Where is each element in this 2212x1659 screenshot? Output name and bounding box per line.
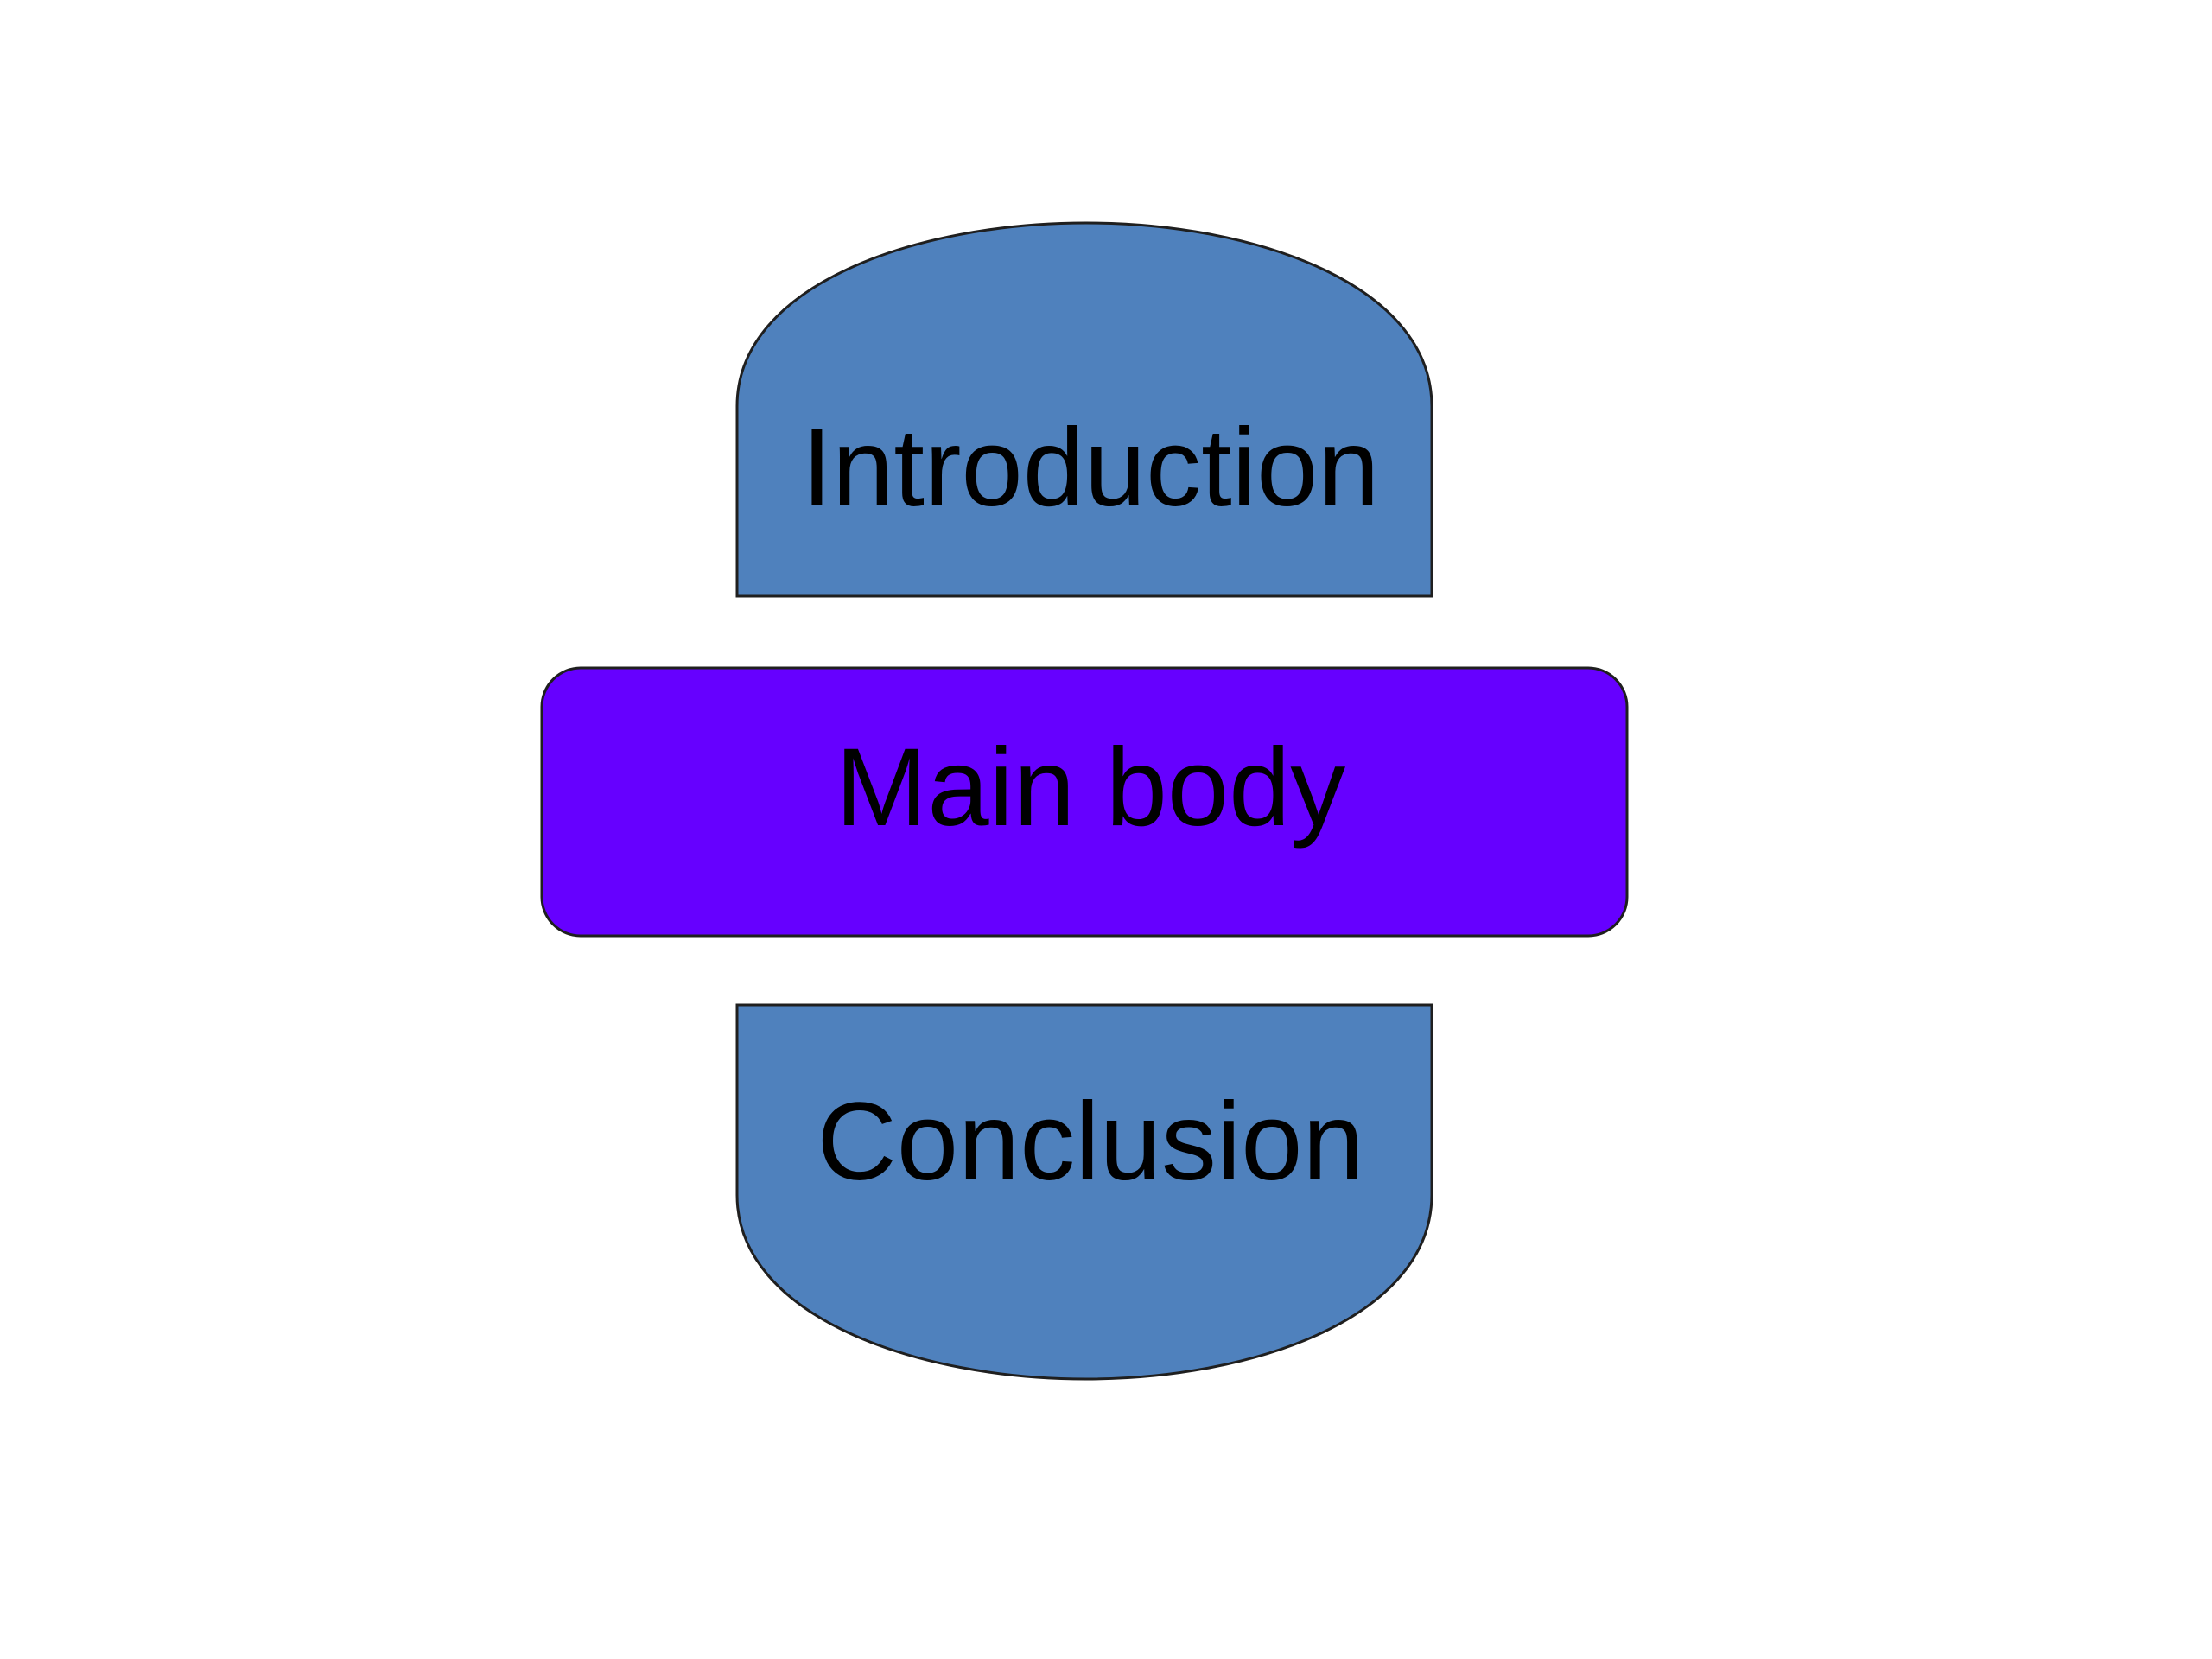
main-body-block: Main body	[540, 666, 1629, 938]
conclusion-shape	[735, 1003, 1433, 1381]
introduction-shape	[735, 221, 1433, 598]
conclusion-block: Conclusion	[735, 1003, 1433, 1381]
main-body-label: Main body	[836, 726, 1346, 849]
introduction-label: Introduction	[802, 406, 1380, 530]
main-body-shape	[540, 666, 1629, 938]
introduction-block: Introduction	[735, 221, 1433, 598]
conclusion-label: Conclusion	[817, 1080, 1363, 1204]
